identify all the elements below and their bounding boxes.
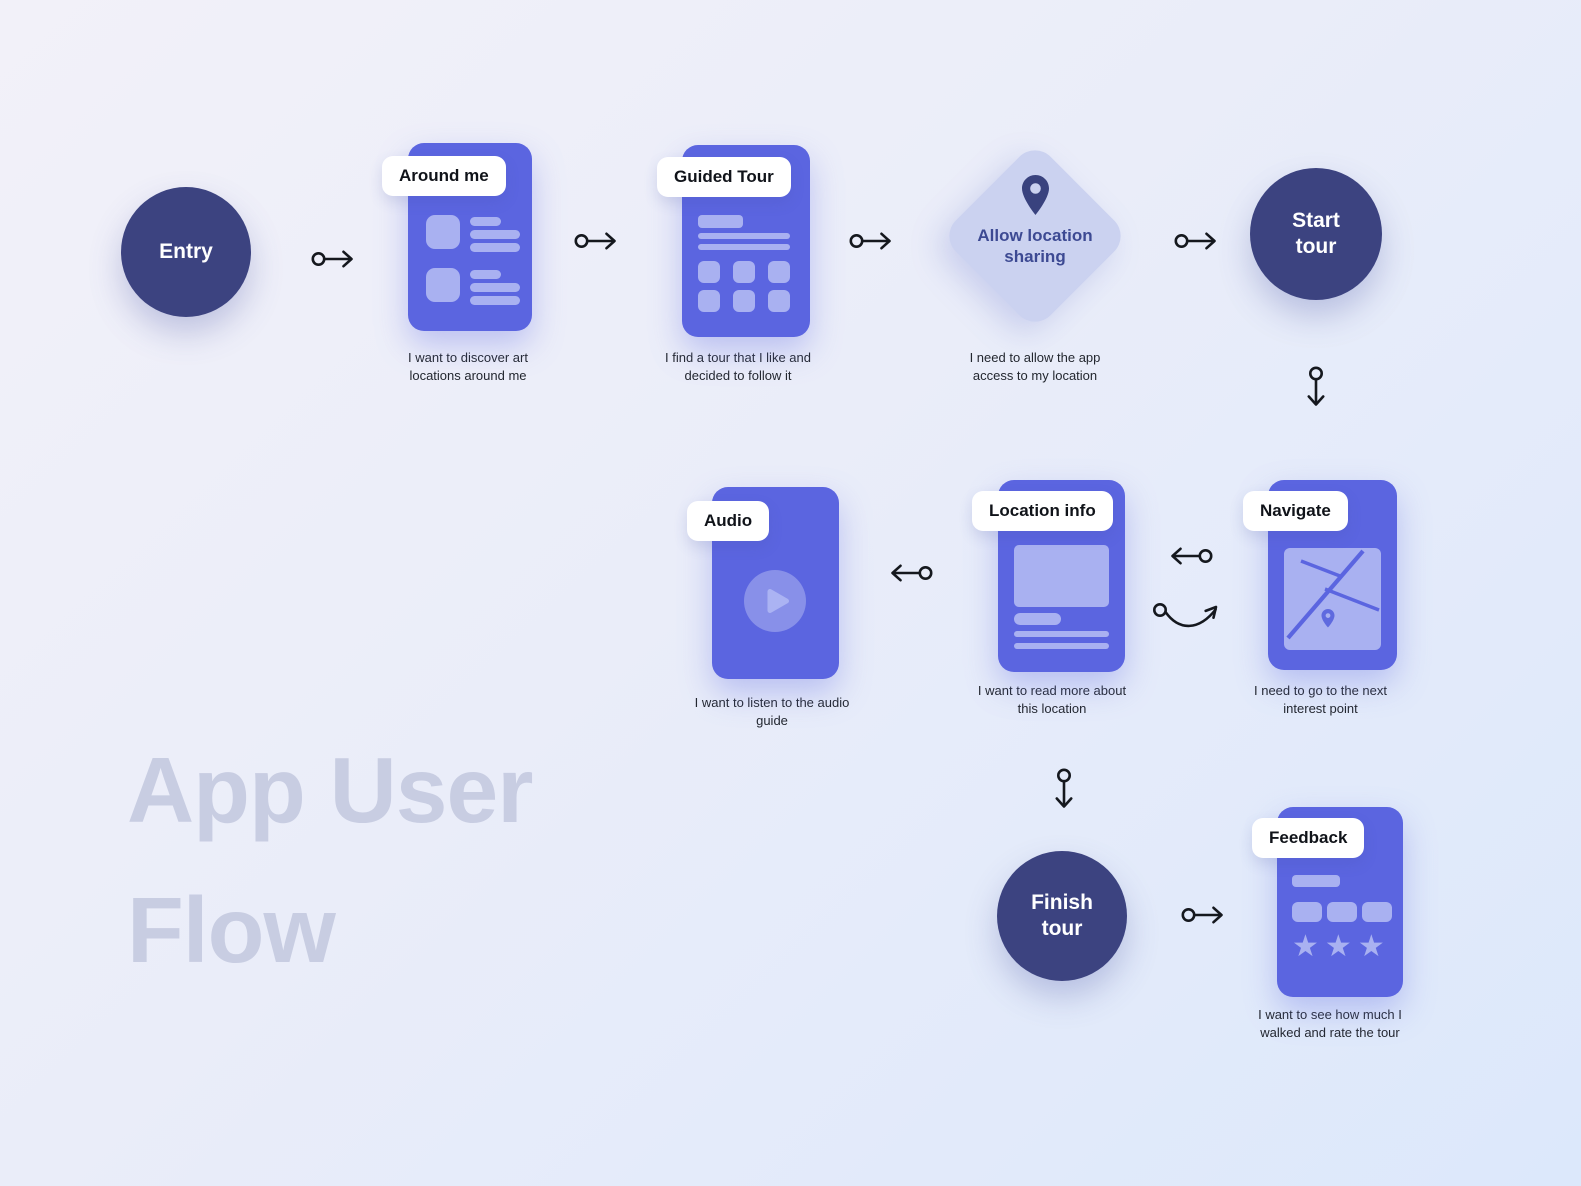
screen-grid-mockup	[698, 215, 790, 312]
star-icon: ★	[1292, 929, 1319, 964]
node-around-me-label: Around me	[382, 156, 506, 196]
grid-tile-placeholder	[768, 290, 790, 312]
node-allow-location-caption: I need to allow the app access to my loc…	[969, 350, 1101, 383]
node-navigate-label: Navigate	[1243, 491, 1348, 531]
text-line-placeholder	[470, 283, 520, 292]
grid-tile-placeholder	[698, 261, 720, 283]
screen-rating-mockup: ★ ★ ★	[1292, 875, 1392, 962]
node-allow-location-content: Allow location sharing	[955, 175, 1115, 268]
arrow-entry-to-around-icon	[311, 250, 353, 268]
arrow-around-to-guided-icon	[574, 232, 616, 250]
title-bar-placeholder	[698, 215, 743, 228]
node-allow-location-label: Allow location sharing	[977, 226, 1093, 267]
grid-tile-placeholder	[733, 261, 755, 283]
thumbnail-placeholder	[426, 268, 460, 302]
list-item-placeholder	[426, 215, 520, 252]
node-finish-tour-label: Finish tour	[1031, 890, 1093, 940]
text-line-placeholder	[470, 230, 520, 239]
grid-tile-placeholder	[768, 261, 790, 283]
location-pin-icon	[1021, 175, 1049, 215]
map-preview	[1284, 548, 1381, 650]
node-start-tour-label: Start tour	[1292, 208, 1340, 258]
thumbnail-placeholder	[426, 215, 460, 249]
grid-tile-placeholder	[733, 290, 755, 312]
watermark-line-1: App User	[127, 738, 533, 842]
stat-chip-placeholder	[1327, 902, 1357, 922]
title-bar-placeholder	[1292, 875, 1340, 887]
text-line-placeholder	[470, 296, 520, 305]
node-guided-tour-label: Guided Tour	[657, 157, 791, 197]
node-finish-tour[interactable]: Finish tour	[997, 851, 1127, 981]
node-guided-tour-caption: I find a tour that I like and decided to…	[665, 350, 811, 383]
watermark-title: App User Flow	[127, 720, 533, 1000]
text-line-placeholder	[1014, 643, 1109, 649]
arrow-navigate-to-location-icon	[1171, 547, 1213, 565]
grid-tile-placeholder	[698, 290, 720, 312]
node-navigate-caption: I need to go to the next interest point	[1254, 683, 1387, 716]
tag-placeholder	[1014, 613, 1061, 625]
node-entry[interactable]: Entry	[121, 187, 251, 317]
arrow-location-to-navigate-curved-icon	[1153, 603, 1218, 628]
node-start-tour[interactable]: Start tour	[1250, 168, 1382, 300]
arrow-guided-to-decision-icon	[849, 232, 891, 250]
text-line-placeholder	[470, 217, 501, 226]
node-location-info-label: Location info	[972, 491, 1113, 531]
text-line-placeholder	[470, 270, 501, 279]
arrow-start-to-navigate-icon	[1307, 366, 1325, 406]
list-item-placeholder	[426, 268, 520, 305]
arrow-decision-to-start-icon	[1174, 232, 1216, 250]
node-audio-label: Audio	[687, 501, 770, 541]
image-placeholder	[1014, 545, 1109, 607]
arrow-location-to-finish-icon	[1055, 768, 1073, 808]
node-around-me-caption: I want to discover art locations around …	[408, 350, 528, 383]
screen-list-mockup	[426, 215, 520, 305]
play-icon	[744, 570, 806, 632]
node-audio-caption: I want to listen to the audio guide	[694, 695, 850, 728]
stat-chip-placeholder	[1292, 902, 1322, 922]
node-location-info-caption: I want to read more about this location	[977, 683, 1127, 716]
node-feedback-label: Feedback	[1252, 818, 1365, 858]
stat-chip-placeholder	[1362, 902, 1392, 922]
node-feedback-caption: I want to see how much I walked and rate…	[1258, 1007, 1402, 1040]
arrow-finish-to-feedback-icon	[1181, 906, 1223, 924]
text-line-placeholder	[470, 243, 520, 252]
watermark-line-2: Flow	[127, 878, 336, 982]
node-entry-label: Entry	[159, 239, 213, 263]
arrow-location-to-audio-icon	[891, 564, 933, 582]
text-line-placeholder	[1014, 631, 1109, 637]
rating-stars: ★ ★ ★	[1292, 932, 1392, 962]
screen-article-mockup	[1014, 545, 1109, 649]
star-icon: ★	[1357, 929, 1385, 964]
map-pin-icon	[1321, 609, 1335, 628]
text-line-placeholder	[698, 244, 790, 250]
star-icon: ★	[1324, 929, 1352, 964]
text-line-placeholder	[698, 233, 790, 239]
